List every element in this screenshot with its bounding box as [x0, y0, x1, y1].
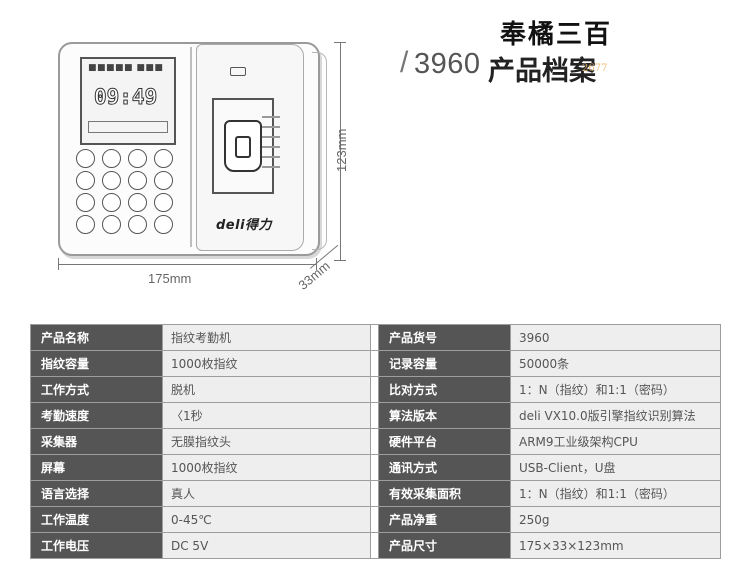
keypad-key: [102, 215, 121, 234]
spec-value: 50000条: [510, 350, 721, 377]
keypad-key: [154, 193, 173, 212]
keypad-key: [128, 149, 147, 168]
column-gap: [370, 402, 379, 429]
device-keypad: [72, 145, 182, 235]
keypad-key: [102, 171, 121, 190]
product-drawing: ■■■■■ ■■■ 09:49 deli得力 175mm: [58, 20, 613, 293]
spec-table: 产品名称 指纹考勤机 产品货号 3960 指纹容量 1000枚指纹 记录容量 5…: [30, 324, 721, 559]
keypad-key: [154, 171, 173, 190]
column-gap: [370, 350, 379, 377]
spec-value: 真人: [162, 480, 371, 507]
spec-label: 语言选择: [30, 480, 163, 507]
fingerprint-sensor-icon: [224, 120, 262, 172]
screen-info-bar: [88, 121, 168, 133]
spec-value: 250g: [510, 506, 721, 533]
spec-value: 1000枚指纹: [162, 454, 371, 481]
spec-value: deli VX10.0版引擎指纹识别算法: [510, 402, 721, 429]
spec-table-body: 产品名称 指纹考勤机 产品货号 3960 指纹容量 1000枚指纹 记录容量 5…: [30, 324, 721, 559]
spec-label: 硬件平台: [378, 428, 511, 455]
spec-value: 脱机: [162, 376, 371, 403]
device-screen: ■■■■■ ■■■ 09:49: [80, 57, 176, 145]
sensor-grip-ridges: [262, 110, 286, 180]
width-dimension-tick-right: [316, 258, 317, 270]
spec-label: 比对方式: [378, 376, 511, 403]
spec-label: 产品尺寸: [378, 532, 511, 559]
keypad-key: [76, 149, 95, 168]
spec-label: 产品货号: [378, 324, 511, 351]
keypad-key: [128, 193, 147, 212]
column-gap: [370, 428, 379, 455]
spec-label: 采集器: [30, 428, 163, 455]
keypad-key: [154, 149, 173, 168]
column-gap: [370, 454, 379, 481]
screen-clock: 09:49: [93, 85, 158, 110]
spec-value: 175×33×123mm: [510, 532, 721, 559]
title-slash: /: [400, 46, 409, 79]
spec-label: 产品名称: [30, 324, 163, 351]
watermark-text: 2677: [582, 63, 608, 74]
device-panel-divider: [190, 47, 192, 247]
table-row: 工作方式 脱机 比对方式 1：N（指纹）和1:1（密码）: [30, 376, 721, 403]
brand-logo: deli得力: [216, 218, 273, 233]
keypad-key: [76, 215, 95, 234]
keypad-key: [128, 171, 147, 190]
spec-value: 1000枚指纹: [162, 350, 371, 377]
title-model-number: 3960: [414, 48, 481, 80]
column-gap: [370, 506, 379, 533]
spec-label: 算法版本: [378, 402, 511, 429]
shop-stamp: 奉橘三百: [500, 20, 613, 50]
column-gap: [370, 376, 379, 403]
spec-value: ARM9工业级架构CPU: [510, 428, 721, 455]
width-dimension-label: 175mm: [148, 271, 192, 286]
spec-value: 1：N（指纹）和1:1（密码）: [510, 376, 721, 403]
keypad-key: [76, 193, 95, 212]
spec-label: 工作电压: [30, 532, 163, 559]
title-product-profile: 产品档案: [488, 56, 596, 87]
spec-value: 3960: [510, 324, 721, 351]
height-dimension-tick-top: [334, 42, 346, 43]
spec-label: 考勤速度: [30, 402, 163, 429]
height-dimension-line: [340, 42, 341, 260]
keypad-key: [102, 149, 121, 168]
spec-label: 通讯方式: [378, 454, 511, 481]
spec-label: 产品净重: [378, 506, 511, 533]
spec-label: 工作方式: [30, 376, 163, 403]
keypad-key: [102, 193, 121, 212]
screen-status: ■■■■■ ■■■: [88, 63, 164, 73]
table-row: 指纹容量 1000枚指纹 记录容量 50000条: [30, 350, 721, 377]
height-dimension-label: 123mm: [334, 128, 349, 172]
table-row: 工作温度 0-45℃ 产品净重 250g: [30, 506, 721, 533]
table-row: 考勤速度 〈1秒 算法版本 deli VX10.0版引擎指纹识别算法: [30, 402, 721, 429]
spec-value: DC 5V: [162, 532, 371, 559]
spec-label: 有效采集面积: [378, 480, 511, 507]
spec-value: 无膜指纹头: [162, 428, 371, 455]
column-gap: [370, 480, 379, 507]
card-slot: [230, 67, 246, 76]
device-side-edge: [312, 52, 327, 250]
spec-value: 〈1秒: [162, 402, 371, 429]
table-row: 产品名称 指纹考勤机 产品货号 3960: [30, 324, 721, 351]
spec-value: 0-45℃: [162, 506, 371, 533]
table-row: 采集器 无膜指纹头 硬件平台 ARM9工业级架构CPU: [30, 428, 721, 455]
keypad-key: [128, 215, 147, 234]
spec-label: 指纹容量: [30, 350, 163, 377]
spec-value: 指纹考勤机: [162, 324, 371, 351]
column-gap: [370, 532, 379, 559]
width-dimension-tick-left: [58, 258, 59, 270]
keypad-key: [76, 171, 95, 190]
spec-value: USB-Client，U盘: [510, 454, 721, 481]
spec-label: 工作温度: [30, 506, 163, 533]
column-gap: [370, 324, 379, 351]
table-row: 语言选择 真人 有效采集面积 1：N（指纹）和1:1（密码）: [30, 480, 721, 507]
spec-label: 屏幕: [30, 454, 163, 481]
keypad-key: [154, 215, 173, 234]
table-row: 屏幕 1000枚指纹 通讯方式 USB-Client，U盘: [30, 454, 721, 481]
width-dimension-line: [58, 264, 316, 265]
spec-label: 记录容量: [378, 350, 511, 377]
table-row: 工作电压 DC 5V 产品尺寸 175×33×123mm: [30, 532, 721, 559]
spec-value: 1：N（指纹）和1:1（密码）: [510, 480, 721, 507]
height-dimension-tick-bottom: [334, 260, 346, 261]
